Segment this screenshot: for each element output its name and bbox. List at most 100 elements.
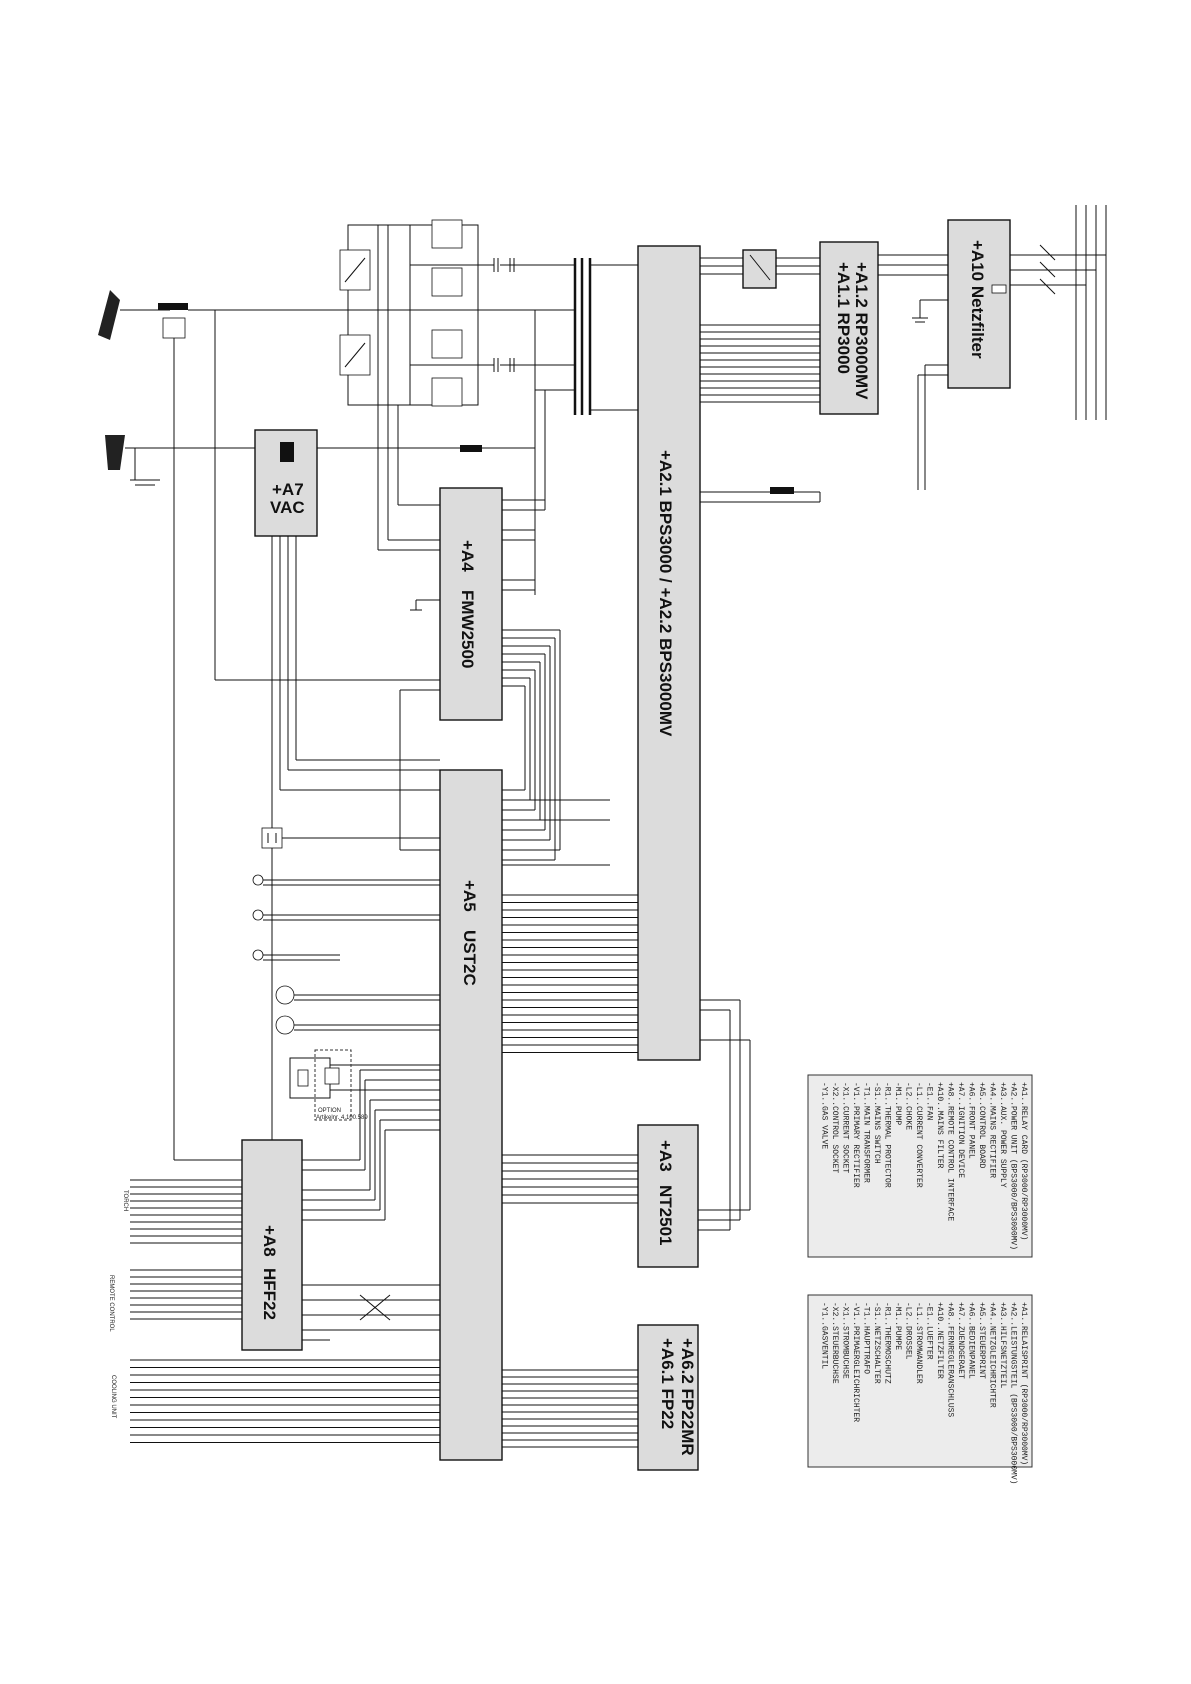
module-a6-label-1: +A6.1 FP22	[658, 1338, 677, 1429]
option-label: OPTION	[318, 1108, 341, 1114]
fan-plug	[261, 827, 440, 849]
module-a6-label-2: +A6.2 FP22MR	[678, 1338, 697, 1456]
legend-de-entry: -V1..PRIMAERGLEICHRICHTER	[851, 1302, 860, 1422]
module-a5-label-2: UST2C	[460, 930, 479, 986]
legend-german: +A1..RELAISPRINT (RP3000/RP3000MV)+A2..L…	[807, 1294, 1033, 1484]
main-transformer-t1	[500, 258, 638, 595]
legend-en-entry: -R1..THERMAL PROTECTOR	[883, 1082, 892, 1188]
primary-caps	[493, 258, 515, 372]
legend-de-entry: +A8..FERNREGLERANSCHLUSS	[946, 1302, 955, 1417]
legend-en-entry: -L1..CURRENT CONVERTER	[914, 1082, 923, 1188]
legend-de-entry: +A7..ZUENDGERAET	[956, 1302, 965, 1379]
module-a3-nt2501: +A3 NT2501	[637, 1124, 699, 1268]
legend-de-entry: +A4..NETZGLEICHRICHTER	[988, 1302, 997, 1408]
torch-side-label: TORCH	[122, 1190, 128, 1211]
thermal-protectors	[252, 874, 440, 961]
legend-en-entry: -Y1..GAS VALVE	[820, 1082, 829, 1149]
module-a4-label-1: +A4	[458, 540, 477, 572]
a5-lower-left-wires	[302, 1069, 440, 1221]
legend-en-entry: -E1..FAN	[925, 1082, 934, 1121]
legend-de-entry: -L2..DROSSEL	[904, 1302, 913, 1360]
legend-en-entry: -T1..MAIN TRANSFORMER	[862, 1082, 871, 1183]
remote-control-side-label: REMOTE CONTROL	[108, 1275, 114, 1332]
legend-de-entry: -Y1..GASVENTIL	[820, 1302, 829, 1369]
legend-english: +A1..RELAY CARD (RP3000/RP3000MV)+A2..PO…	[807, 1074, 1033, 1258]
current-socket-x1	[105, 435, 535, 486]
legend-en-entry: +A10..MAINS FILTER	[935, 1082, 944, 1169]
legend-de-entry: -M1..PUMPE	[893, 1302, 902, 1350]
choke-l2	[700, 487, 821, 503]
legend-en-entry: +A8..REMOTE CONTROL INTERFACE	[946, 1082, 955, 1221]
option-article-number: Artikelnr. 4.100.589	[316, 1115, 368, 1121]
legend-en-entry: -X2..CONTROL SOCKET	[830, 1082, 839, 1173]
module-a10-netzfilter: +A10 Netzfilter	[947, 219, 1011, 389]
module-a7-vac: +A7 VAC	[254, 429, 318, 537]
legend-en-entry: -X1..CURRENT SOCKET	[841, 1082, 850, 1173]
module-a7-label-1: +A7	[272, 480, 304, 499]
a3-connector-wires	[502, 1154, 638, 1204]
legend-en-entry: -M1..PUMP	[893, 1082, 902, 1125]
legend-de-entry: +A5..STEUERPRINT	[977, 1302, 986, 1379]
legend-en-entry: -L2..CHOKE	[904, 1082, 913, 1130]
a8-connector-wires	[130, 1179, 242, 1320]
legend-de-entry: -X1..STROMBUCHSE	[841, 1302, 850, 1379]
module-a10-label: +A10 Netzfilter	[968, 240, 987, 359]
legend-de-entry: +A10..NETZFILTER	[935, 1302, 944, 1379]
legend-en-entry: +A3..AUX. POWER SUPPLY	[998, 1082, 1007, 1188]
module-a8-hff22: +A8 HFF22	[241, 1139, 303, 1351]
legend-de-entry: +A6..BEDIENPANEL	[967, 1302, 976, 1379]
module-a4-label-2: FMW2500	[458, 590, 477, 668]
module-a1-rp3000: +A1.1 RP3000 +A1.2 RP3000MV	[819, 241, 879, 415]
legend-de-entry: -T1..HAUPTTRAFO	[862, 1302, 871, 1374]
cooling-unit-wires	[130, 1359, 440, 1443]
legend-de-entry: -L1..STROMWANDLER	[914, 1302, 923, 1384]
a6-connector-wires	[502, 1369, 638, 1448]
mains-switch-s1	[1039, 244, 1056, 295]
a2-to-a3-wires	[698, 999, 751, 1231]
legend-de-entry: +A3..HILFSNETZTEIL	[998, 1302, 1007, 1389]
a5-right-wires	[502, 789, 610, 866]
legend-de-entry: +A2..LEISTUNGSTEIL (BPS3000/BPS3000MV)	[1009, 1302, 1018, 1484]
pump-m1	[275, 985, 440, 1035]
module-a2-label: +A2.1 BPS3000 / +A2.2 BPS3000MV	[656, 450, 675, 737]
module-a5-label-1: +A5	[460, 880, 479, 912]
legend-en-entry: +A7..IGNITION DEVICE	[956, 1082, 965, 1178]
module-a5-ust2c: +A5 UST2C	[439, 769, 503, 1461]
module-a3-label-1: +A3	[656, 1140, 675, 1172]
a10-to-a1-wires	[878, 254, 948, 490]
a4-wires	[377, 225, 545, 611]
legend-en-entry: +A6..FRONT PANEL	[967, 1082, 976, 1159]
legend-de-entry: -S1..NETZSCHALTER	[872, 1302, 881, 1384]
module-a4-fmw2500: +A4 FMW2500	[439, 487, 503, 721]
module-a3-label-2: NT2501	[656, 1185, 675, 1245]
torch-connection	[98, 290, 575, 1161]
legend-de-entry: -X2..STEUERBUCHSE	[830, 1302, 839, 1384]
module-a7-label-2: VAC	[270, 498, 305, 517]
option-box: OPTION Artikelnr. 4.100.589	[314, 1049, 368, 1121]
mains-input-lines	[1010, 205, 1107, 420]
a1-to-a2-signal-wires	[700, 324, 820, 403]
a7-wires	[271, 536, 440, 1145]
legend-en-entry: -V1..PRIMARY RECTIFIER	[851, 1082, 860, 1188]
a4-to-a5-wires	[399, 629, 561, 860]
inverter-bridge	[339, 219, 494, 407]
legend-en-entry: +A1..RELAY CARD (RP3000/RP3000MV)	[1019, 1082, 1028, 1240]
a8-to-a5-crossing	[302, 1284, 440, 1341]
cooling-unit-side-label: COOLING UNIT	[110, 1375, 116, 1419]
a5-a2-signal-bus	[502, 894, 638, 1053]
a1-relay	[700, 249, 820, 289]
module-a8-label-1: +A8	[260, 1225, 279, 1257]
gas-valve-y1	[289, 1057, 440, 1099]
module-a1-label-1: +A1.1 RP3000	[834, 262, 853, 374]
legend-en-entry: +A4..MAINS RECTIFIER	[988, 1082, 997, 1178]
module-a2-bps3000: +A2.1 BPS3000 / +A2.2 BPS3000MV	[637, 245, 701, 1061]
module-a6-fp22: +A6.1 FP22 +A6.2 FP22MR	[637, 1324, 699, 1471]
legend-en-entry: +A5..CONTROL BOARD	[977, 1082, 986, 1169]
legend-en-entry: +A2..POWER UNIT (BPS3000/BPS3000MV)	[1009, 1082, 1018, 1250]
module-a8-label-2: HFF22	[260, 1268, 279, 1320]
legend-en-entry: -S1..MAINS SWITCH	[872, 1082, 881, 1164]
legend-de-entry: -E1..LUEFTER	[925, 1302, 934, 1360]
module-a1-label-2: +A1.2 RP3000MV	[852, 262, 871, 400]
legend-de-entry: +A1..RELAISPRINT (RP3000/RP3000MV)	[1019, 1302, 1028, 1465]
